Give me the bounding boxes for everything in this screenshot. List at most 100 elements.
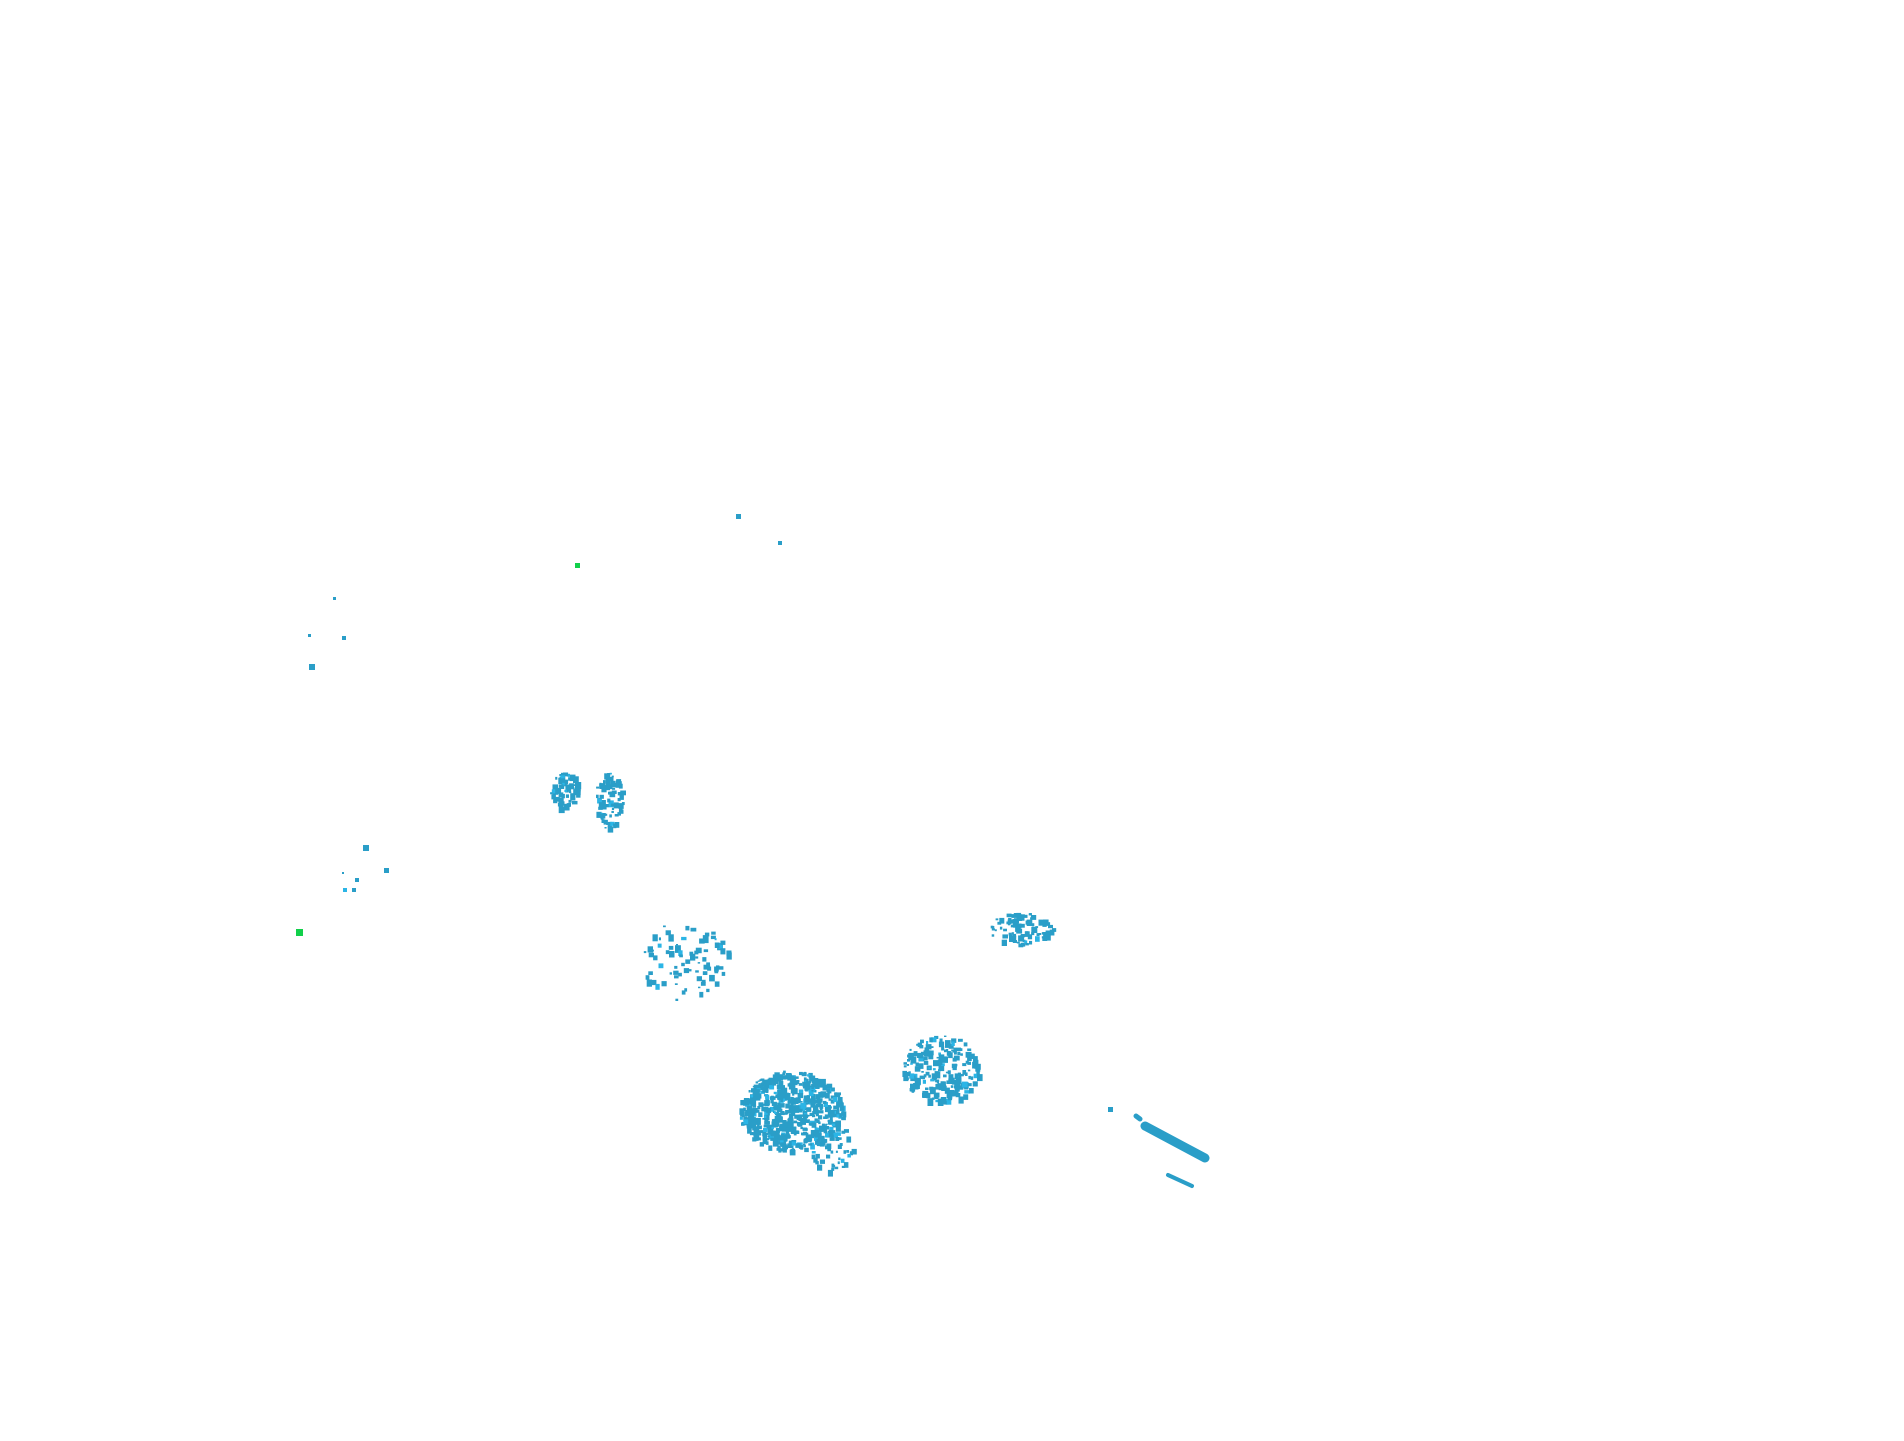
point	[739, 1116, 743, 1120]
point	[805, 1128, 808, 1131]
cluster-d-tail	[808, 1126, 857, 1177]
point	[769, 1096, 776, 1100]
point	[841, 1130, 846, 1134]
point	[780, 1140, 787, 1147]
point	[792, 1088, 798, 1092]
point	[658, 963, 664, 969]
point	[681, 990, 686, 995]
point	[746, 1106, 752, 1112]
point	[550, 792, 553, 795]
point	[783, 1070, 786, 1074]
point	[565, 794, 569, 798]
point	[793, 1133, 797, 1136]
point	[946, 1045, 950, 1048]
point	[753, 1118, 757, 1122]
point	[962, 1070, 967, 1075]
point	[759, 1130, 762, 1133]
point	[835, 1109, 840, 1115]
point	[743, 1098, 750, 1106]
point	[903, 1065, 907, 1068]
point	[574, 790, 581, 796]
point	[813, 1105, 819, 1113]
point	[846, 1136, 852, 1143]
point	[563, 772, 569, 777]
point	[598, 802, 604, 809]
point	[815, 1080, 822, 1087]
point	[1024, 914, 1028, 918]
point	[764, 1114, 770, 1121]
point	[805, 1078, 809, 1083]
point	[808, 1143, 813, 1146]
point	[785, 1122, 791, 1128]
point	[762, 1132, 767, 1137]
point	[814, 1109, 819, 1115]
point	[811, 1122, 817, 1128]
point	[1012, 933, 1017, 938]
point	[916, 1043, 920, 1046]
point	[829, 1121, 832, 1125]
point	[765, 1094, 770, 1100]
point	[678, 950, 683, 956]
point	[944, 1035, 947, 1037]
point	[836, 1132, 841, 1136]
point	[614, 814, 619, 817]
point	[811, 1086, 814, 1090]
point	[765, 1141, 769, 1145]
point	[820, 1135, 825, 1140]
point	[924, 1050, 931, 1057]
point	[829, 1126, 834, 1130]
point	[976, 1071, 980, 1076]
point	[808, 1122, 813, 1126]
point	[928, 1067, 931, 1069]
point	[780, 1133, 785, 1137]
point	[1032, 923, 1035, 927]
point	[816, 1136, 819, 1139]
point	[831, 1087, 835, 1092]
point	[764, 1100, 770, 1106]
point	[960, 1053, 963, 1056]
point	[833, 1109, 837, 1114]
point	[918, 1063, 924, 1069]
point	[783, 1143, 787, 1147]
point	[964, 1085, 969, 1090]
point	[1006, 913, 1012, 918]
point	[748, 1090, 751, 1093]
point	[777, 1137, 783, 1141]
point	[922, 1090, 929, 1098]
point	[904, 1072, 910, 1077]
point	[571, 800, 578, 805]
point	[819, 1094, 824, 1098]
point	[1038, 933, 1042, 935]
point	[934, 1071, 939, 1076]
point	[748, 1114, 754, 1119]
point	[791, 1126, 796, 1134]
point	[1015, 924, 1021, 932]
point	[352, 888, 356, 892]
point	[919, 1075, 924, 1079]
point	[720, 948, 726, 955]
point	[938, 1085, 944, 1091]
point	[759, 1142, 764, 1147]
point	[721, 971, 726, 976]
point	[751, 1112, 754, 1114]
point	[569, 791, 572, 794]
point	[704, 932, 710, 937]
point	[575, 563, 580, 568]
point	[967, 1069, 971, 1072]
point	[678, 972, 682, 977]
point	[826, 1154, 831, 1159]
point	[1043, 932, 1049, 938]
point	[741, 1115, 745, 1118]
point	[815, 1141, 818, 1144]
point	[782, 1072, 786, 1076]
point	[768, 1134, 774, 1140]
point	[972, 1061, 978, 1069]
point	[774, 1079, 779, 1085]
point	[675, 945, 681, 953]
point	[798, 1083, 803, 1086]
point	[810, 1144, 815, 1150]
point	[814, 1090, 817, 1093]
point	[797, 1122, 803, 1127]
point	[832, 1164, 836, 1168]
